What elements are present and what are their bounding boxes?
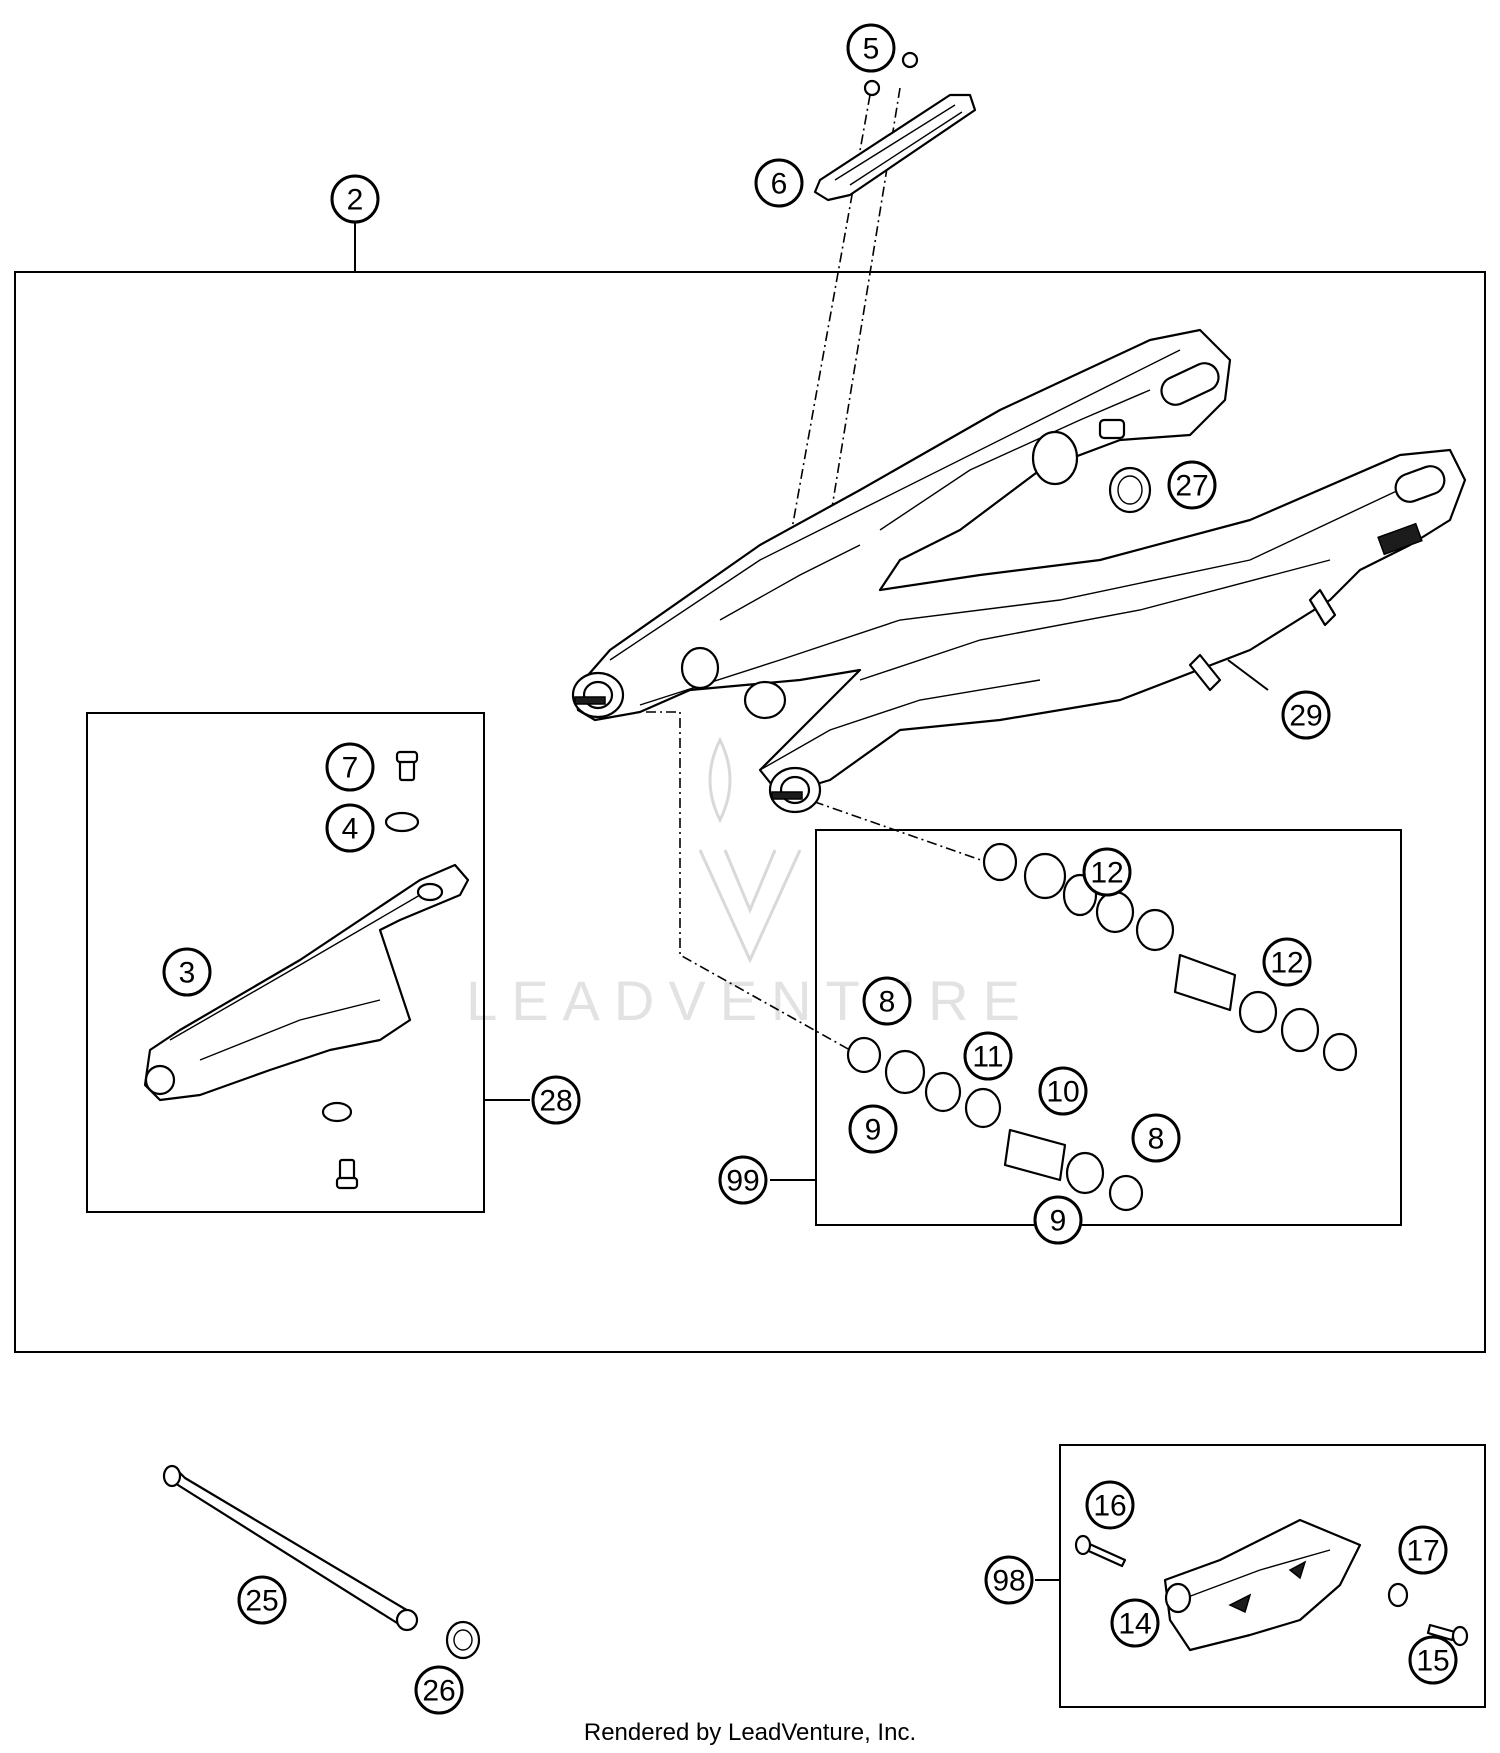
callout-16: 16 bbox=[1085, 1480, 1135, 1530]
bolt-part-16 bbox=[1074, 1534, 1127, 1568]
callout-4: 4 bbox=[325, 803, 375, 853]
swingarm-group-box bbox=[14, 271, 1486, 1353]
callout-9-upper-label: 9 bbox=[865, 1114, 882, 1147]
callout-8-upper-label: 8 bbox=[879, 986, 896, 1019]
callout-2: 2 bbox=[330, 174, 380, 224]
callout-5-label: 5 bbox=[863, 33, 880, 66]
callout-8-lower-label: 8 bbox=[1148, 1123, 1165, 1156]
footer-credit: Rendered by LeadVenture, Inc. bbox=[584, 1719, 916, 1746]
callout-3: 3 bbox=[162, 947, 212, 997]
washer-part-17 bbox=[1387, 1582, 1409, 1608]
callout-15: 15 bbox=[1408, 1635, 1458, 1685]
callout-10-label: 10 bbox=[1046, 1076, 1079, 1109]
callout-27: 27 bbox=[1167, 460, 1217, 510]
callout-7: 7 bbox=[325, 742, 375, 792]
callout-3-label: 3 bbox=[179, 957, 196, 990]
callout-9-upper: 9 bbox=[848, 1104, 898, 1154]
bearing-kit-group-box bbox=[815, 829, 1402, 1226]
callout-8-upper: 8 bbox=[862, 976, 912, 1026]
plug-part-27 bbox=[1108, 466, 1152, 514]
bearing-kit-parts bbox=[846, 842, 1358, 1212]
chain-guide-part-14 bbox=[1163, 1518, 1362, 1652]
callout-16-label: 16 bbox=[1093, 1490, 1126, 1523]
watermark-text: LEADVENTURE bbox=[466, 969, 1034, 1032]
callout-26: 26 bbox=[414, 1665, 464, 1715]
callout-26-label: 26 bbox=[422, 1675, 455, 1708]
callout-12-upper: 12 bbox=[1082, 847, 1132, 897]
callout-99-label: 99 bbox=[726, 1165, 759, 1198]
chain-guide-group-box bbox=[1059, 1444, 1486, 1708]
callout-12-upper-label: 12 bbox=[1090, 857, 1123, 890]
watermark-logo: LEADVENTURE bbox=[466, 736, 1034, 1032]
callout-98-label: 98 bbox=[992, 1565, 1025, 1598]
callout-29: 29 bbox=[1281, 690, 1331, 740]
callout-2-label: 2 bbox=[347, 184, 364, 217]
axle-part-25 bbox=[162, 1464, 419, 1632]
callout-7-label: 7 bbox=[342, 752, 359, 785]
callout-17: 17 bbox=[1398, 1525, 1448, 1575]
callout-12-lower: 12 bbox=[1262, 937, 1312, 987]
swingarm bbox=[571, 328, 1467, 814]
callout-11-label: 11 bbox=[972, 1041, 1003, 1074]
callout-8-lower: 8 bbox=[1131, 1113, 1181, 1163]
callout-25: 25 bbox=[237, 1575, 287, 1625]
chain-slider-group-box bbox=[86, 712, 485, 1213]
callout-17-label: 17 bbox=[1406, 1535, 1439, 1568]
callout-28: 28 bbox=[531, 1075, 581, 1125]
callout-5: 5 bbox=[846, 23, 896, 73]
bolt-part-15 bbox=[1426, 1623, 1469, 1647]
callout-10: 10 bbox=[1038, 1066, 1088, 1116]
nut-part-26 bbox=[445, 1620, 481, 1660]
callout-99: 99 bbox=[718, 1155, 768, 1205]
fasteners-group-28 bbox=[321, 750, 420, 1190]
callout-14: 14 bbox=[1110, 1598, 1160, 1648]
callout-98: 98 bbox=[984, 1555, 1034, 1605]
upper-slider-part-6 bbox=[813, 51, 977, 202]
callout-9-lower-label: 9 bbox=[1050, 1205, 1067, 1238]
callout-29-label: 29 bbox=[1289, 700, 1322, 733]
chain-slider-part-3 bbox=[143, 863, 470, 1102]
callout-11: 11 bbox=[963, 1031, 1013, 1081]
callout-25-label: 25 bbox=[245, 1585, 278, 1618]
callout-6-label: 6 bbox=[771, 168, 788, 201]
callout-4-label: 4 bbox=[342, 813, 359, 846]
callout-28-label: 28 bbox=[539, 1085, 572, 1118]
callout-12-lower-label: 12 bbox=[1270, 947, 1303, 980]
leader-lines bbox=[354, 222, 1269, 1581]
callout-9-lower: 9 bbox=[1033, 1195, 1083, 1245]
callout-15-label: 15 bbox=[1416, 1645, 1449, 1678]
callout-27-label: 27 bbox=[1175, 470, 1208, 503]
callout-6: 6 bbox=[754, 158, 804, 208]
callout-14-label: 14 bbox=[1118, 1608, 1151, 1641]
